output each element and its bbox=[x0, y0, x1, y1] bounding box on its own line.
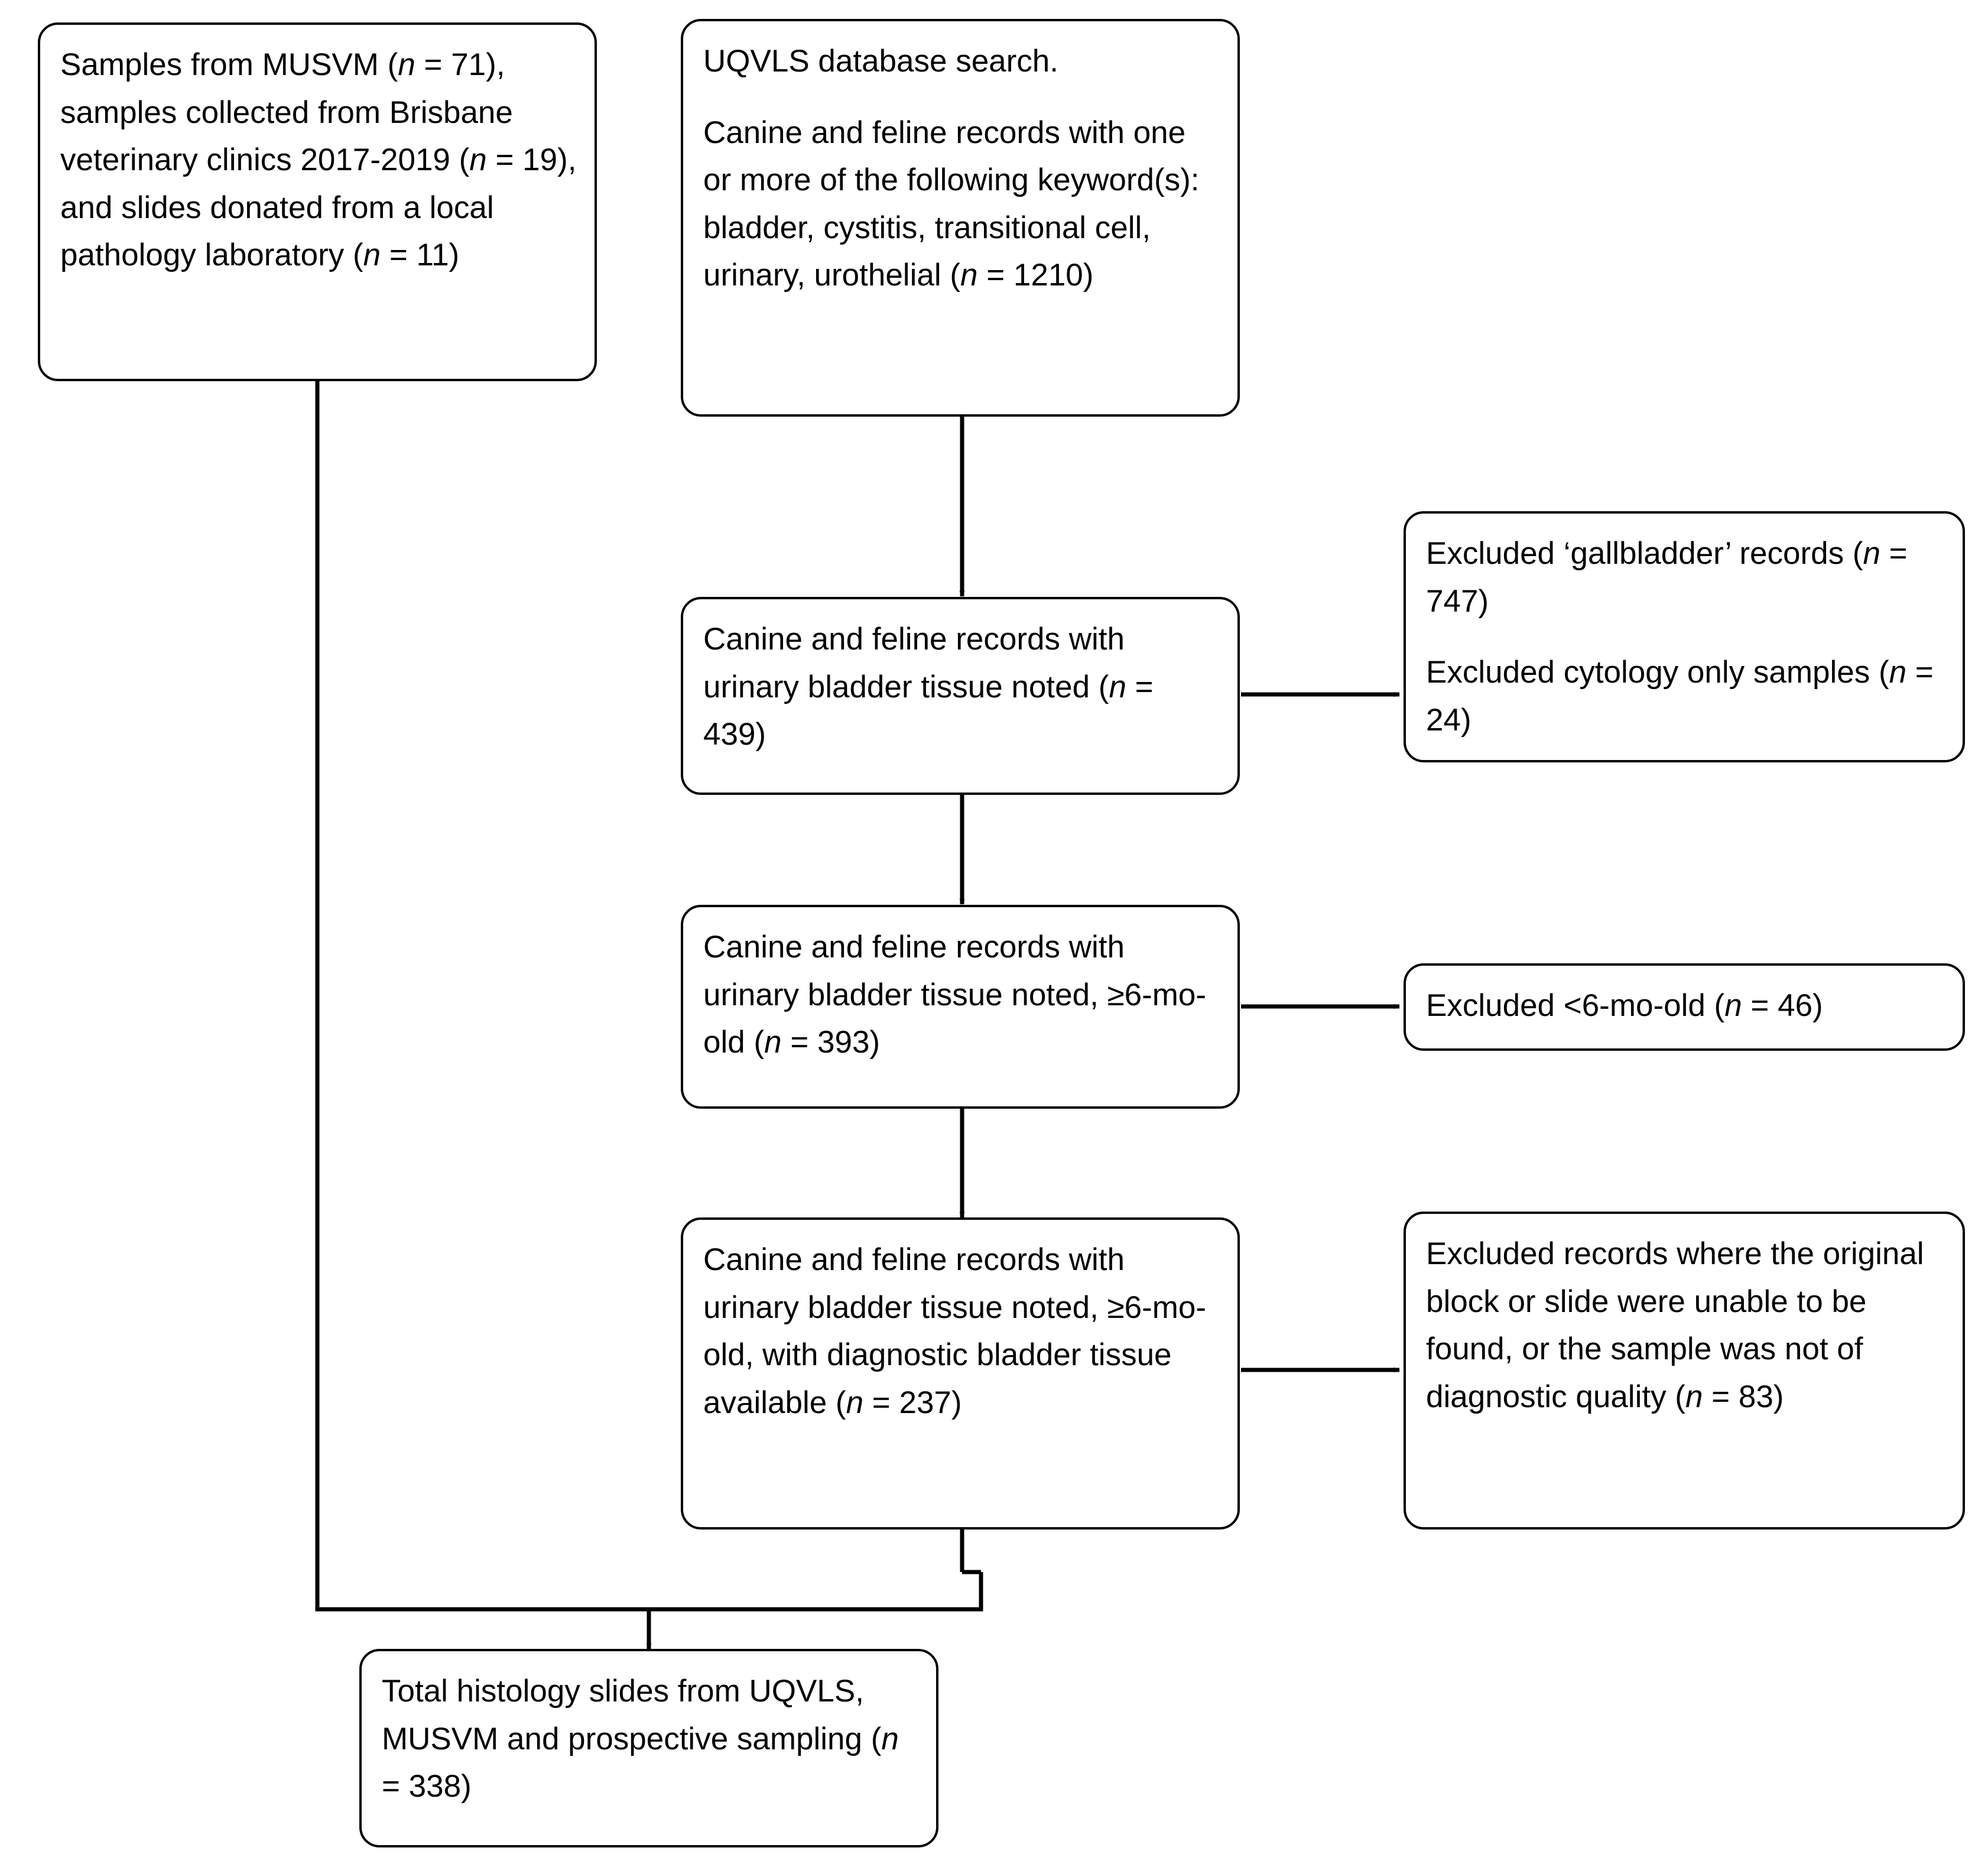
total-slides-text: Total histology slides from UQVLS, MUSVM… bbox=[382, 1674, 899, 1804]
sources-text: Samples from MUSVM (n = 71), samples col… bbox=[60, 47, 577, 273]
excluded-under-6-mo-box: Excluded <6-mo-old (n = 46) bbox=[1404, 963, 1965, 1051]
bladder-tissue-text: Canine and feline records with urinary b… bbox=[703, 622, 1154, 752]
excluded-block-slide-unavailable-box: Excluded records where the original bloc… bbox=[1404, 1212, 1965, 1529]
excluded-quality-text: Excluded records where the original bloc… bbox=[1426, 1236, 1924, 1414]
diagnostic-tissue-available-box: Canine and feline records with urinary b… bbox=[681, 1217, 1240, 1529]
bladder-tissue-age-filtered-box: Canine and feline records with urinary b… bbox=[681, 905, 1240, 1109]
total-histology-slides-box: Total histology slides from UQVLS, MUSVM… bbox=[359, 1649, 938, 1847]
database-search-detail: Canine and feline records with one or mo… bbox=[703, 115, 1200, 293]
excluded-gallbladder-cytology-box: Excluded ‘gallbladder’ records (n = 747)… bbox=[1404, 511, 1965, 762]
database-search-heading: UQVLS database search. bbox=[703, 44, 1059, 79]
uqvls-database-search-box: UQVLS database search. Canine and feline… bbox=[681, 19, 1240, 417]
excluded-cytology-text: Excluded cytology only samples (n = 24) bbox=[1426, 655, 1934, 738]
excluded-gallbladder-text: Excluded ‘gallbladder’ records (n = 747) bbox=[1426, 536, 1908, 619]
age-filtered-text: Canine and feline records with urinary b… bbox=[703, 930, 1207, 1060]
bladder-tissue-noted-box: Canine and feline records with urinary b… bbox=[681, 597, 1240, 795]
excluded-under6-text: Excluded <6-mo-old (n = 46) bbox=[1426, 988, 1823, 1023]
samples-sources-box: Samples from MUSVM (n = 71), samples col… bbox=[38, 22, 597, 381]
diagnostic-available-text: Canine and feline records with urinary b… bbox=[703, 1242, 1207, 1420]
